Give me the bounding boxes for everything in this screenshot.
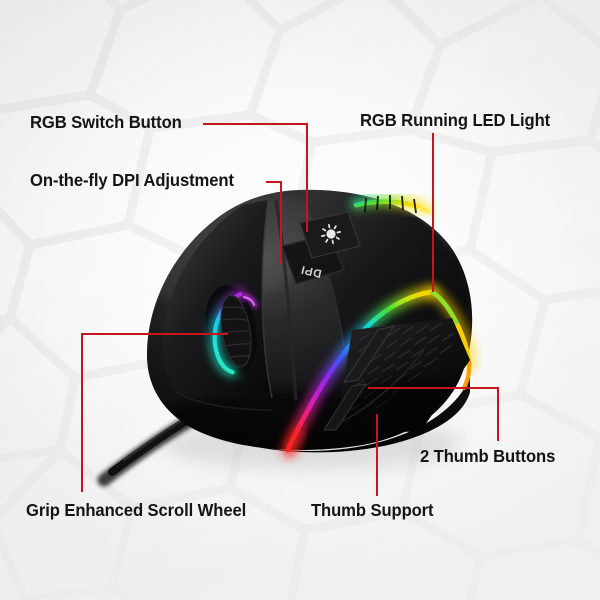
rgb-running-led-top-arc xyxy=(350,195,434,216)
thumb-buttons[interactable] xyxy=(322,325,396,431)
leader-dpi xyxy=(266,180,283,264)
brightness-sun-icon xyxy=(320,223,342,245)
callout-label-thumb-support: Thumb Support xyxy=(311,500,434,520)
thumb-button-back[interactable] xyxy=(322,383,368,431)
callout-label-rgb-running-led-light: RGB Running LED Light xyxy=(360,110,551,130)
callout-label-rgb-switch-button: RGB Switch Button xyxy=(30,112,182,132)
callout-label-grip-enhanced-scroll-wheel: Grip Enhanced Scroll Wheel xyxy=(26,500,247,520)
callout-label-dpi-adjustment: On-the-fly DPI Adjustment xyxy=(30,170,234,190)
dpi-button-label: DPI xyxy=(300,263,323,279)
leader-thumb-buttons xyxy=(368,386,500,441)
top-button-cluster[interactable]: DPI xyxy=(281,211,361,285)
rgb-bottom-glow xyxy=(285,427,305,457)
callout-label-2-thumb-buttons: 2 Thumb Buttons xyxy=(420,446,556,466)
leader-scroll xyxy=(80,332,228,492)
grip-enhanced-scroll-wheel[interactable] xyxy=(199,282,262,379)
thumb-button-forward[interactable] xyxy=(342,325,396,383)
leader-rgb-switch xyxy=(203,122,309,232)
